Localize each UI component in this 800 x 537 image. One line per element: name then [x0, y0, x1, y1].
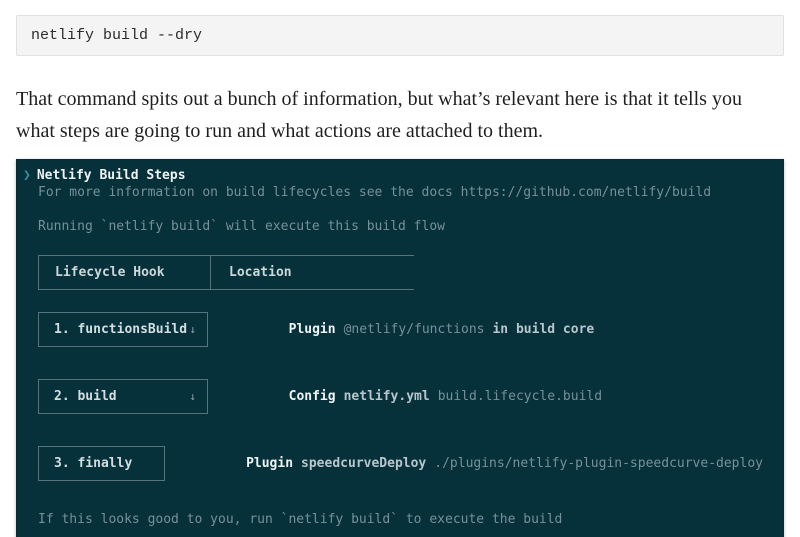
- terminal-info-line: For more information on build lifecycles…: [38, 185, 712, 200]
- body-paragraph: That command spits out a bunch of inform…: [16, 88, 742, 142]
- arrow-down-icon: ↓: [189, 323, 196, 336]
- location-file: netlify.yml: [343, 389, 430, 404]
- location-cell: Plugin @netlify/functions in build core: [226, 304, 595, 355]
- hook-box-functionsbuild: 1. functionsBuild ↓: [38, 312, 208, 347]
- terminal-title-line: ❯ Netlify Build Steps: [23, 167, 763, 184]
- lifecycle-table-header: Lifecycle Hook Location: [38, 255, 414, 290]
- location-path: ./plugins/netlify-plugin-speedcurve-depl…: [434, 456, 763, 471]
- hook-box-build: 2. build ↓: [38, 379, 208, 414]
- code-block-text: netlify build --dry: [31, 27, 203, 44]
- location-cell: Config netlify.yml build.lifecycle.build: [226, 371, 602, 422]
- terminal-blank-line: [38, 201, 763, 218]
- location-plugin-name: speedcurveDeploy: [301, 456, 427, 471]
- table-row: 3. finally Plugin speedcurveDeploy ./plugi…: [38, 438, 763, 489]
- table-header-location: Location: [229, 265, 292, 280]
- location-type: Plugin: [246, 456, 294, 471]
- terminal-screenshot: ❯ Netlify Build Steps For more informatio…: [16, 159, 784, 537]
- location-origin: in build core: [492, 322, 595, 337]
- location-type: Config: [288, 389, 336, 404]
- hook-box-finally: 3. finally: [38, 446, 166, 481]
- location-path: build.lifecycle.build: [437, 389, 603, 404]
- location-package: @netlify/functions: [343, 322, 485, 337]
- hook-label: 1. functionsBuild: [54, 322, 188, 337]
- code-block: netlify build --dry: [16, 15, 784, 56]
- terminal-title: Netlify Build Steps: [36, 168, 186, 183]
- location-type: Plugin: [288, 322, 336, 337]
- prompt-chevron-icon: ❯: [23, 168, 31, 183]
- terminal-running-line: Running `netlify build` will execute thi…: [38, 219, 445, 234]
- hook-label: 2. build: [54, 389, 117, 404]
- article-page: netlify build --dry That command spits o…: [0, 15, 800, 537]
- terminal-footer-line: If this looks good to you, run `netlify …: [38, 512, 563, 527]
- table-row: 2. build ↓ Config netlify.yml build.lifecy…: [38, 371, 763, 422]
- arrow-down-icon: ↓: [189, 390, 196, 403]
- location-cell: Plugin speedcurveDeploy ./plugins/netlify-…: [183, 438, 763, 489]
- table-header-lifecycle-hook: Lifecycle Hook: [39, 256, 211, 289]
- table-row: 1. functionsBuild ↓ Plugin @netlify/funct…: [38, 304, 763, 355]
- hook-label: 3. finally: [54, 456, 133, 471]
